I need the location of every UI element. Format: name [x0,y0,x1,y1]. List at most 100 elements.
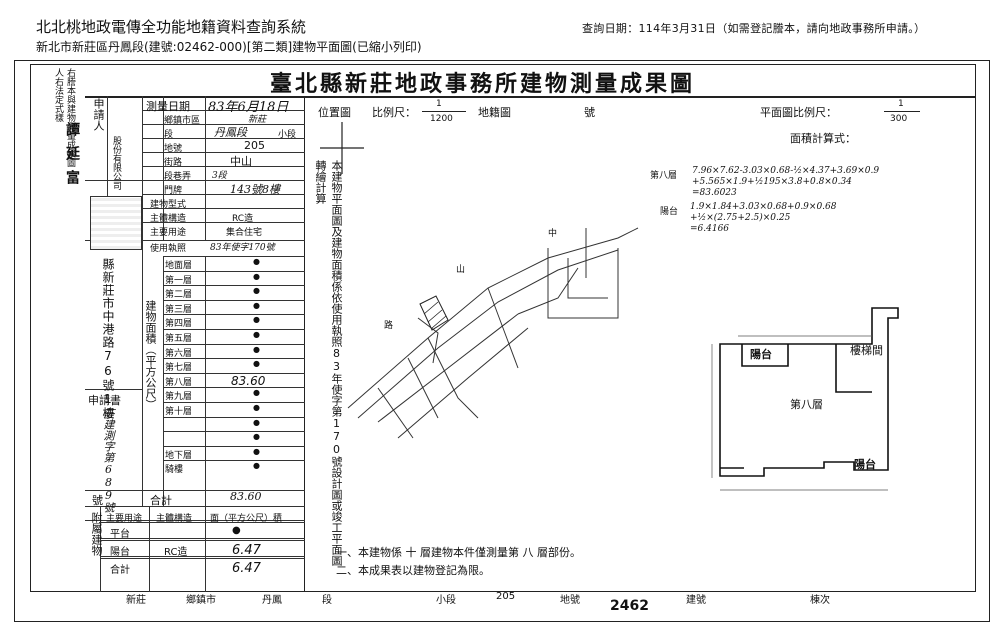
query-date: 查詢日期：114年3月31日（如需登記謄本，請向地政事務所申請。） [582,22,926,35]
structure-label: 主體構造 [150,214,187,224]
total-value: 83.60 [230,490,262,503]
plan-scale-divider [884,111,920,112]
cadastral-label: 地籍圖 [478,106,511,119]
scale-den: 1200 [430,114,453,124]
stamp-box [90,196,142,250]
outer-frame [14,60,990,622]
annex-row: 平台 ● [100,522,305,541]
floor-area-value: ● [253,315,260,325]
door-value: 143號8樓 [230,183,280,196]
vertical-note: 本建物平面圖及建物面積係依使用執照83年使字第170號設計圖或竣工平面圖轉繪計算 [314,160,343,566]
floor-area-value: ● [253,403,260,412]
floor-row: 第五層● [163,329,305,345]
floor-area-value: ● [253,417,260,427]
cadastral-no: 號 [584,106,595,119]
permit-value: 83年使字170號 [210,243,275,253]
floor-row: ● [163,431,305,447]
annex-col-struct: 主體構造 [156,514,193,524]
bottom-section-suffix: 段 [322,595,332,606]
scale-num: 1 [436,99,442,109]
street-value: 中山 [230,155,252,168]
floor-area-value: ● [253,300,260,310]
floor-name: 第七層 [165,363,193,374]
scale-divider [422,111,466,112]
plan-balcony-label: 陽台 [750,348,772,361]
floor-name: 第五層 [165,334,193,344]
calc-line: +5.565×1.9+½195×3.8+0.8×0.34 [692,177,852,187]
floor-name: 第十層 [165,407,193,417]
calc-line: 1.9×1.84+3.03×0.68+0.9×0.68 [690,202,837,212]
calc-line: +½×(2.75+2.5)×0.25 [690,213,791,223]
floor-area-value: ● [253,271,260,281]
calc-line: =83.6023 [692,188,737,198]
bottom-county: 新莊 [126,595,146,606]
drawing-area [320,122,899,491]
floors-heading: 建物面積（平方公尺） [144,300,157,410]
bottom-township: 鄉鎮市 [186,595,216,606]
street-label: 街路 [164,158,183,168]
side-stamp-text-1: 右謄本與建物測量成果圖 [65,68,75,167]
application-label: 申請書 [88,394,121,407]
bottom-lot: 205 [496,591,516,602]
township-value: 新莊 [248,115,267,125]
floor-row: 第四層 ● [163,314,305,330]
bottom-subsection: 小段 [436,595,456,606]
inner-frame [30,64,976,592]
location-map-label: 位置圖 [318,106,351,119]
side-stamp-text-2: 人右法定式樣 [53,68,63,122]
annex-use: 平台 [110,529,130,540]
annex-col-area: 面（平方公尺）積 [210,514,283,524]
floor-name: 騎樓 [165,465,184,476]
use-value: 集合住宅 [226,228,263,238]
floor-area-value: ● [253,446,260,456]
annex-area: 6.47 [232,561,261,576]
floor-row: 第三層● [163,299,305,316]
structure-value: RC造 [232,214,254,224]
lane-label: 段巷弄 [164,172,192,182]
floor-area-value: ● [253,286,260,296]
section-label: 段 [164,130,174,140]
plan-scale-num: 1 [898,99,904,109]
building-type-label: 建物型式 [150,200,187,210]
floor-row: 第七層● [163,358,305,374]
application-value: 莊建測字第689號 [102,408,115,513]
lot-value: 205 [244,139,265,152]
annex-col-use: 主要用途 [106,514,143,524]
floor-name: 地面層 [165,261,193,271]
annex-struct: RC造 [164,547,188,558]
floor-area-value: ● [253,257,260,266]
floor-name: 第四層 [165,319,193,330]
plan-scale-den: 300 [890,114,908,124]
floor-row: 第十層 ● [163,402,305,418]
area-calc-label: 面積計算式： [790,132,856,145]
annex-area: ● [232,525,241,536]
calc-8f-label: 第八層 [650,171,678,181]
door-label: 門牌 [164,186,183,196]
annex-label: 附屬建物 [90,512,103,556]
floor-row: 第六層● [163,343,305,360]
document-title: 臺北縣新莊地政事務所建物測量成果圖 [270,71,696,97]
total-label: 合計 [150,494,172,507]
floor-area-value: ● [253,344,260,354]
township-label: 鄉鎮市區 [164,116,201,126]
bottom-building-sub: 棟次 [810,595,830,606]
floor-area-value: 83.60 [231,373,266,388]
survey-date-label: 測量日期 [146,100,190,113]
calc-line: =6.4166 [690,224,730,234]
floor-area-value: ● [253,388,260,398]
scale-label: 比例尺： [372,106,416,119]
floor-area-value: ● [253,461,260,471]
section-value: 丹鳳段 [214,126,247,139]
bottom-building-no: 2462 [610,598,649,614]
floor-name: 第二層 [165,290,193,301]
floor-row: 地下層 ● [163,445,305,462]
floor-row: 騎樓 ● [163,460,305,476]
floor-name: 地下層 [165,450,193,461]
annex-use: 陽台 [110,547,130,558]
document-subtitle: 新北市新莊區丹鳳段(建號:02462-000)[第二類]建物平面圖(已縮小列印) [36,40,422,54]
lot-label: 地號 [164,144,183,154]
system-title: 北北桃地政電傳全功能地籍資料查詢系統 [36,18,307,36]
